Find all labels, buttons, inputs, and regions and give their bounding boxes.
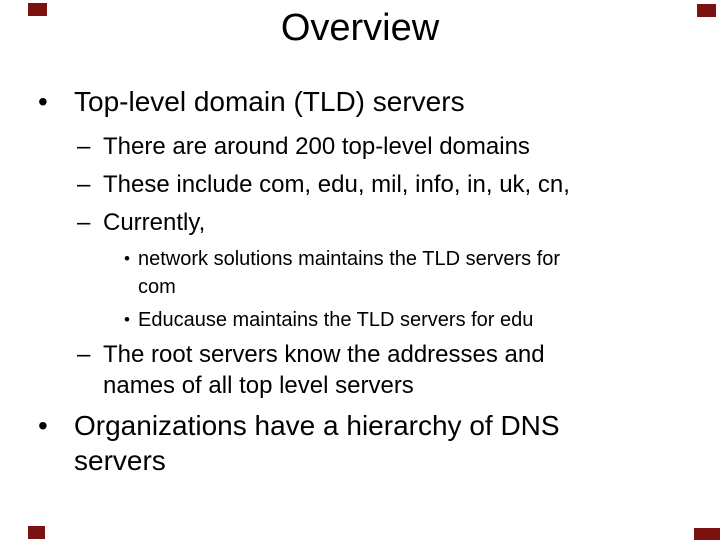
bullet-dot-icon: • bbox=[38, 86, 48, 117]
sub-item-root-servers: – The root servers know the addresses an… bbox=[77, 339, 720, 401]
sub-item-text: The root servers know the addresses and … bbox=[103, 341, 545, 399]
sub-sub-item-text: Educause maintains the TLD servers for e… bbox=[138, 309, 534, 331]
bullet-text: Top-level domain (TLD) servers bbox=[74, 86, 465, 117]
corner-mark-top-left bbox=[28, 3, 47, 16]
bullet-dot-icon: • bbox=[124, 310, 130, 329]
sub-item-around-200-domains: – There are around 200 top-level domains bbox=[77, 131, 720, 162]
bullet-dot-icon: • bbox=[124, 249, 130, 268]
sub-sub-item-educause: • Educause maintains the TLD servers for… bbox=[124, 306, 720, 334]
sub-item-these-include: – These include com, edu, mil, info, in,… bbox=[77, 169, 720, 200]
bullet-item-top-level-domain: • Top-level domain (TLD) servers bbox=[36, 84, 720, 119]
sub-item-text: These include com, edu, mil, info, in, u… bbox=[103, 171, 570, 198]
bullet-dot-icon: • bbox=[38, 410, 48, 441]
dash-marker-icon: – bbox=[77, 171, 91, 198]
sub-sub-item-network-solutions: • network solutions maintains the TLD se… bbox=[124, 245, 720, 301]
corner-mark-top-right bbox=[697, 4, 716, 17]
corner-mark-bottom-right bbox=[694, 528, 720, 540]
corner-mark-bottom-left bbox=[28, 526, 45, 539]
dash-marker-icon: – bbox=[77, 133, 91, 160]
bullet-item-organizations: • Organizations have a hierarchy of DNS … bbox=[36, 408, 720, 478]
sub-item-text: Currently, bbox=[103, 209, 206, 236]
sub-sub-item-text: network solutions maintains the TLD serv… bbox=[138, 248, 561, 298]
dash-marker-icon: – bbox=[77, 209, 91, 236]
dash-marker-icon: – bbox=[77, 341, 91, 368]
bullet-text: Organizations have a hierarchy of DNS se… bbox=[74, 410, 560, 476]
slide-title: Overview bbox=[280, 7, 440, 49]
slide-body: • Top-level domain (TLD) servers – There… bbox=[0, 84, 720, 490]
sub-item-text: There are around 200 top-level domains bbox=[103, 133, 530, 160]
sub-item-currently: – Currently, bbox=[77, 207, 720, 238]
